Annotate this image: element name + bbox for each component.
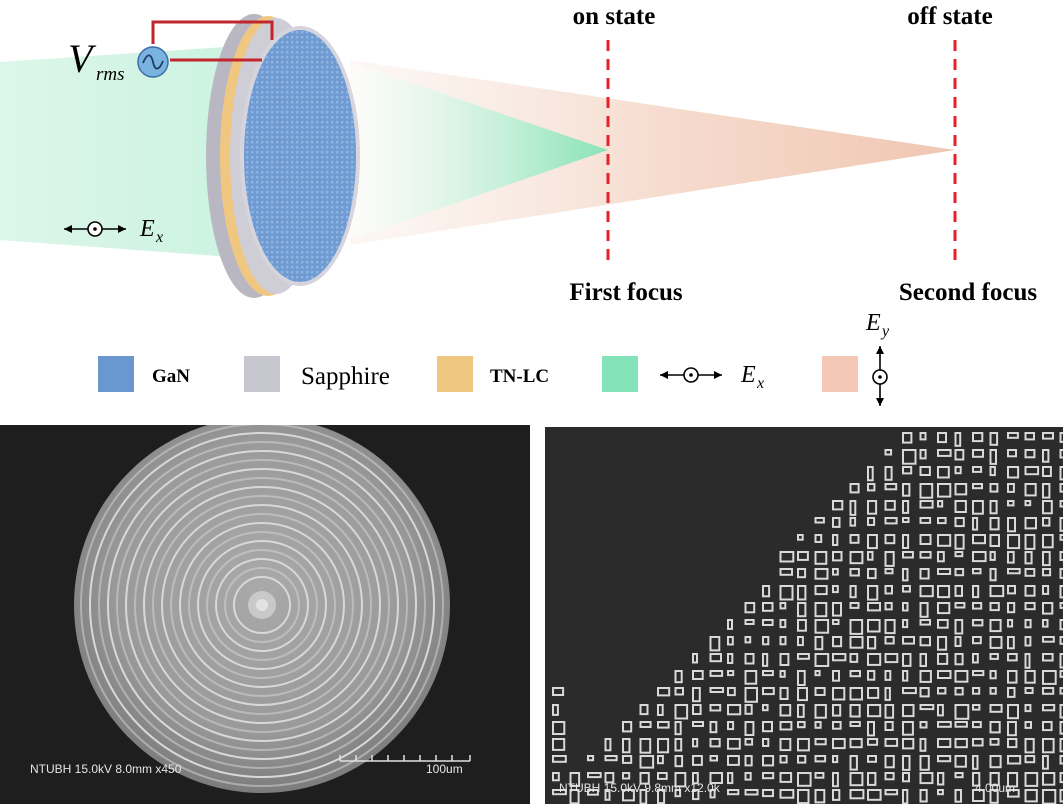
voltage-subscript: rms <box>96 64 125 85</box>
legend-swatch-tn-lc <box>437 356 473 392</box>
legend: GaN Sapphire TN-LC E x E y <box>98 310 890 406</box>
metalens <box>206 14 360 298</box>
legend-ey-symbol: E <box>865 310 881 336</box>
sem-left-scale: 100um <box>426 762 463 776</box>
legend-swatch-red-beam <box>822 356 858 392</box>
legend-swatch-gan <box>98 356 134 392</box>
metalens-schematic: V rms E x on state off state First focus… <box>0 0 1063 420</box>
sem-left-info: NTUBH 15.0kV 8.0mm x450 <box>30 762 181 776</box>
legend-label-gan: GaN <box>152 366 190 387</box>
legend-ey-polarization-icon <box>873 346 887 406</box>
on-state-label: on state <box>573 3 656 30</box>
sem-right-info: NTUBH 15.0kV 9.8mm x12.0k <box>559 781 720 795</box>
input-polarization-symbol: E <box>139 216 155 242</box>
sem-image-metalens-top-view: NTUBH 15.0kV 8.0mm x450 100um <box>0 425 530 804</box>
legend-ex-subscript: x <box>756 375 764 392</box>
legend-ex-symbol: E <box>740 362 756 388</box>
legend-swatch-sapphire <box>244 356 280 392</box>
legend-label-sapphire: Sapphire <box>301 363 390 390</box>
legend-ex-polarization-icon <box>660 368 722 382</box>
sem-rings-graphic <box>0 425 530 804</box>
input-polarization-subscript: x <box>155 229 163 246</box>
second-focus-label: Second focus <box>899 279 1037 306</box>
legend-label-tn-lc: TN-LC <box>490 366 549 387</box>
first-focus-label: First focus <box>569 279 682 306</box>
sem-pillars-graphic <box>545 427 1063 804</box>
sem-right-scale: 4.00um <box>975 781 1015 795</box>
off-state-label: off state <box>907 3 992 30</box>
legend-swatch-green-beam <box>602 356 638 392</box>
sem-image-nanopillar-array: NTUBH 15.0kV 9.8mm x12.0k 4.00um <box>545 427 1063 804</box>
legend-ey-subscript: y <box>880 323 890 340</box>
